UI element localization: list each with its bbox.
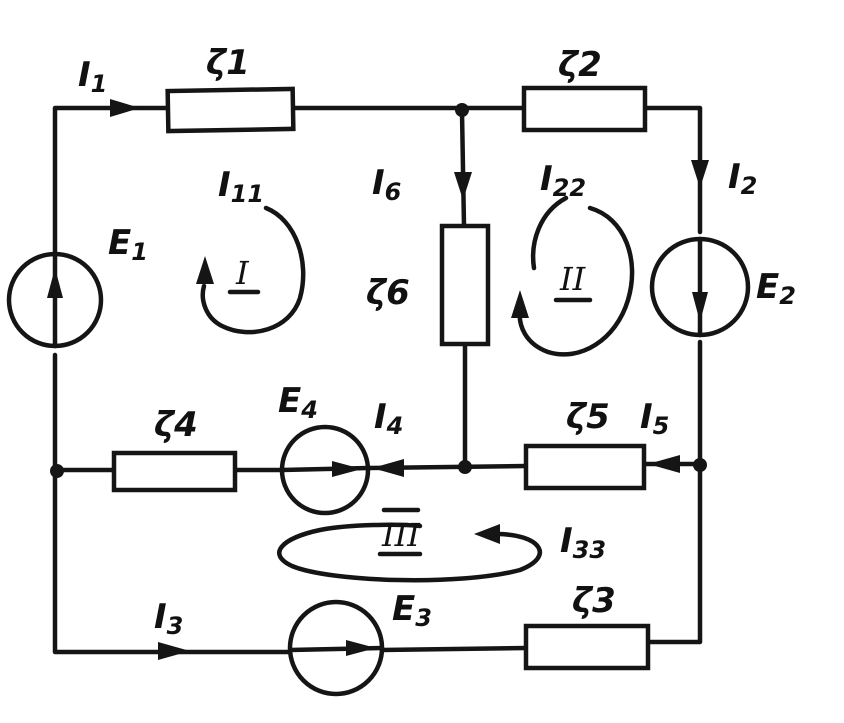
wire-top-right bbox=[642, 105, 703, 235]
source-e4 bbox=[279, 424, 371, 516]
source-e2 bbox=[649, 236, 751, 338]
source-e1 bbox=[6, 251, 104, 349]
i1-arrow-icon bbox=[110, 99, 140, 117]
label-e1: E1 bbox=[108, 223, 148, 266]
wire-r6-top bbox=[459, 109, 467, 229]
loop-current-3 bbox=[277, 522, 543, 583]
label-r4: ζ4 bbox=[154, 405, 198, 445]
wire-left-bottom bbox=[52, 352, 295, 655]
i4-arrow-icon bbox=[372, 459, 404, 477]
wires bbox=[52, 105, 703, 655]
label-i33: I33 bbox=[560, 521, 606, 564]
loop-current-1 bbox=[196, 205, 306, 335]
node-left bbox=[50, 464, 64, 478]
resistor-r5 bbox=[523, 443, 647, 491]
resistor-r1 bbox=[165, 86, 296, 134]
wire-right-mid bbox=[645, 339, 703, 645]
label-e2: E2 bbox=[756, 267, 796, 310]
label-i5: I5 bbox=[640, 397, 669, 440]
resistor-r4 bbox=[111, 450, 238, 493]
label-e4: E4 bbox=[278, 381, 318, 424]
node-right bbox=[693, 458, 707, 472]
e1-arrow-icon bbox=[47, 268, 63, 298]
label-r3: ζ3 bbox=[572, 581, 616, 621]
label-r5: ζ5 bbox=[566, 397, 610, 437]
label-loop-1: I bbox=[235, 254, 250, 292]
label-i11: I11 bbox=[218, 165, 264, 208]
resistor-r3 bbox=[523, 623, 651, 671]
source-e3 bbox=[287, 599, 385, 697]
e4-arrow-icon bbox=[332, 461, 362, 477]
resistor-r6 bbox=[439, 223, 491, 347]
wire-bottom-mid bbox=[377, 645, 529, 653]
i5-arrow-icon bbox=[648, 455, 680, 473]
resistor-r2 bbox=[521, 85, 648, 133]
label-loop-2: II bbox=[559, 260, 587, 298]
loop2-arrow-icon bbox=[511, 290, 529, 318]
node-middle bbox=[458, 460, 472, 474]
loop3-arrow-icon bbox=[474, 524, 500, 544]
label-r1: ζ1 bbox=[206, 43, 250, 83]
i2-arrow-icon bbox=[691, 160, 709, 188]
node-top bbox=[455, 103, 469, 117]
e3-arrow-icon bbox=[346, 640, 376, 656]
i3-arrow-icon bbox=[158, 642, 190, 660]
label-loop-3: III bbox=[381, 516, 421, 554]
loop-current-2 bbox=[511, 195, 635, 357]
label-i6: I6 bbox=[372, 163, 401, 206]
e2-arrow-icon bbox=[692, 292, 708, 322]
i6-arrow-icon bbox=[454, 172, 472, 200]
label-i2: I2 bbox=[728, 157, 757, 200]
label-i1: I1 bbox=[78, 55, 107, 98]
loop1-arrow-icon bbox=[196, 256, 214, 284]
label-r6: ζ6 bbox=[366, 273, 410, 313]
label-e3: E3 bbox=[392, 589, 432, 632]
label-i22: I22 bbox=[540, 159, 586, 202]
label-i4: I4 bbox=[374, 397, 403, 440]
label-r2: ζ2 bbox=[558, 45, 602, 85]
label-i3: I3 bbox=[154, 597, 183, 640]
